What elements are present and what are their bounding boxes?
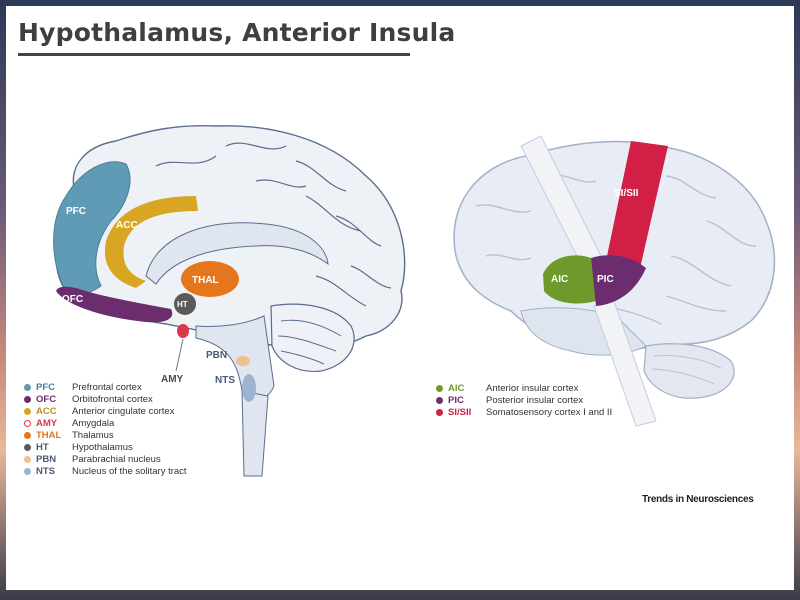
legend-dot [24, 383, 31, 391]
gyri-lines [155, 142, 392, 307]
label-thal: THAL [192, 275, 219, 286]
legend-dot [24, 467, 31, 475]
legend-text: Thalamus [72, 429, 114, 441]
legend-abbr: HT [36, 441, 49, 453]
pfc-region [53, 161, 131, 296]
brainstem-lower [241, 390, 269, 477]
title-underline [18, 53, 410, 56]
ofc-region [56, 286, 173, 323]
legend-text: Amygdala [72, 417, 115, 429]
legend-item-aic: AIC Anterior insular cortex [436, 382, 612, 394]
label-pbn: PBN [206, 350, 227, 361]
legend-item-acc: ACC Anterior cingulate cortex [24, 405, 187, 417]
si-sii-region [606, 141, 668, 264]
label-acc: ACC [116, 220, 138, 231]
legend-abbr: SI/SII [448, 406, 472, 418]
label-si-sii: SI/SII [614, 188, 639, 199]
legend-dot [24, 443, 31, 451]
legend-text: Somatosensory cortex I and II [486, 406, 613, 418]
corpus-callosum [145, 222, 329, 285]
lateral-gyri [475, 174, 757, 325]
legend-text: Nucleus of the solitary tract [72, 465, 187, 477]
legend-abbr: THAL [36, 429, 62, 441]
left-legend: PFC Prefrontal cortex OFC Orbitofrontal co… [24, 381, 187, 477]
legend-text: Prefrontal cortex [72, 381, 142, 393]
label-amy: AMY [161, 374, 184, 385]
cerebellum [270, 303, 355, 373]
medial-brain-diagram: PFC ACC THAL OFC HT AMY PBN NTS SI/SII A… [53, 124, 776, 477]
legend-text: Posterior insular cortex [486, 394, 584, 406]
title-block: Hypothalamus, Anterior Insula [18, 18, 455, 56]
label-ofc: OFC [62, 294, 83, 305]
legend-item-thal: THAL Thalamus [24, 429, 187, 441]
aic-region [543, 255, 596, 304]
legend-dot [24, 395, 31, 403]
label-nts: NTS [215, 375, 235, 386]
thal-region [181, 261, 239, 297]
legend-abbr: AMY [36, 417, 58, 429]
legend-item-amy: AMY Amygdala [24, 417, 187, 429]
legend-dot [436, 384, 443, 392]
legend-item-si-sii: SI/SII Somatosensory cortex I and II [436, 406, 612, 418]
legend-abbr: OFC [36, 393, 57, 405]
legend-dot [24, 455, 31, 463]
legend-item-pic: PIC Posterior insular cortex [436, 394, 612, 406]
legend-text: Anterior insular cortex [486, 382, 579, 394]
legend-item-pbn: PBN Parabrachial nucleus [24, 453, 187, 465]
amy-region [177, 324, 189, 338]
nts-region [242, 374, 256, 402]
lateral-cerebellum [643, 343, 735, 399]
page-title: Hypothalamus, Anterior Insula [18, 18, 456, 47]
legend-abbr: PFC [36, 381, 55, 393]
legend-text: Hypothalamus [72, 441, 133, 453]
legend-item-ht: HT Hypothalamus [24, 441, 187, 453]
legend-abbr: ACC [36, 405, 57, 417]
acc-region [104, 196, 198, 288]
right-legend: AIC Anterior insular cortex PIC Posterior … [436, 382, 612, 418]
legend-dot [24, 407, 31, 415]
legend-abbr: PIC [448, 394, 464, 406]
legend-abbr: NTS [36, 465, 55, 477]
legend-abbr: PBN [36, 453, 57, 465]
legend-dot [436, 408, 443, 416]
pbn-region [236, 356, 250, 366]
label-pic: PIC [597, 274, 614, 285]
legend-item-nts: NTS Nucleus of the solitary tract [24, 465, 187, 477]
ht-region [174, 293, 196, 315]
legend-dot [24, 431, 31, 439]
legend-text: Anterior cingulate cortex [72, 405, 175, 417]
label-aic: AIC [551, 274, 568, 285]
label-ht: HT [177, 300, 188, 309]
pic-region [591, 255, 646, 306]
legend-abbr: AIC [448, 382, 465, 394]
legend-text: Orbitofrontal cortex [72, 393, 153, 405]
legend-dot [24, 419, 31, 427]
slide: Hypothalamus, Anterior Insula PFC [6, 6, 794, 590]
legend-text: Parabrachial nucleus [72, 453, 161, 465]
legend-dot [436, 396, 443, 404]
legend-item-ofc: OFC Orbitofrontal cortex [24, 393, 187, 405]
label-pfc: PFC [66, 206, 86, 217]
journal-credit: Trends in Neurosciences [642, 494, 754, 505]
legend-item-pfc: PFC Prefrontal cortex [24, 381, 187, 393]
